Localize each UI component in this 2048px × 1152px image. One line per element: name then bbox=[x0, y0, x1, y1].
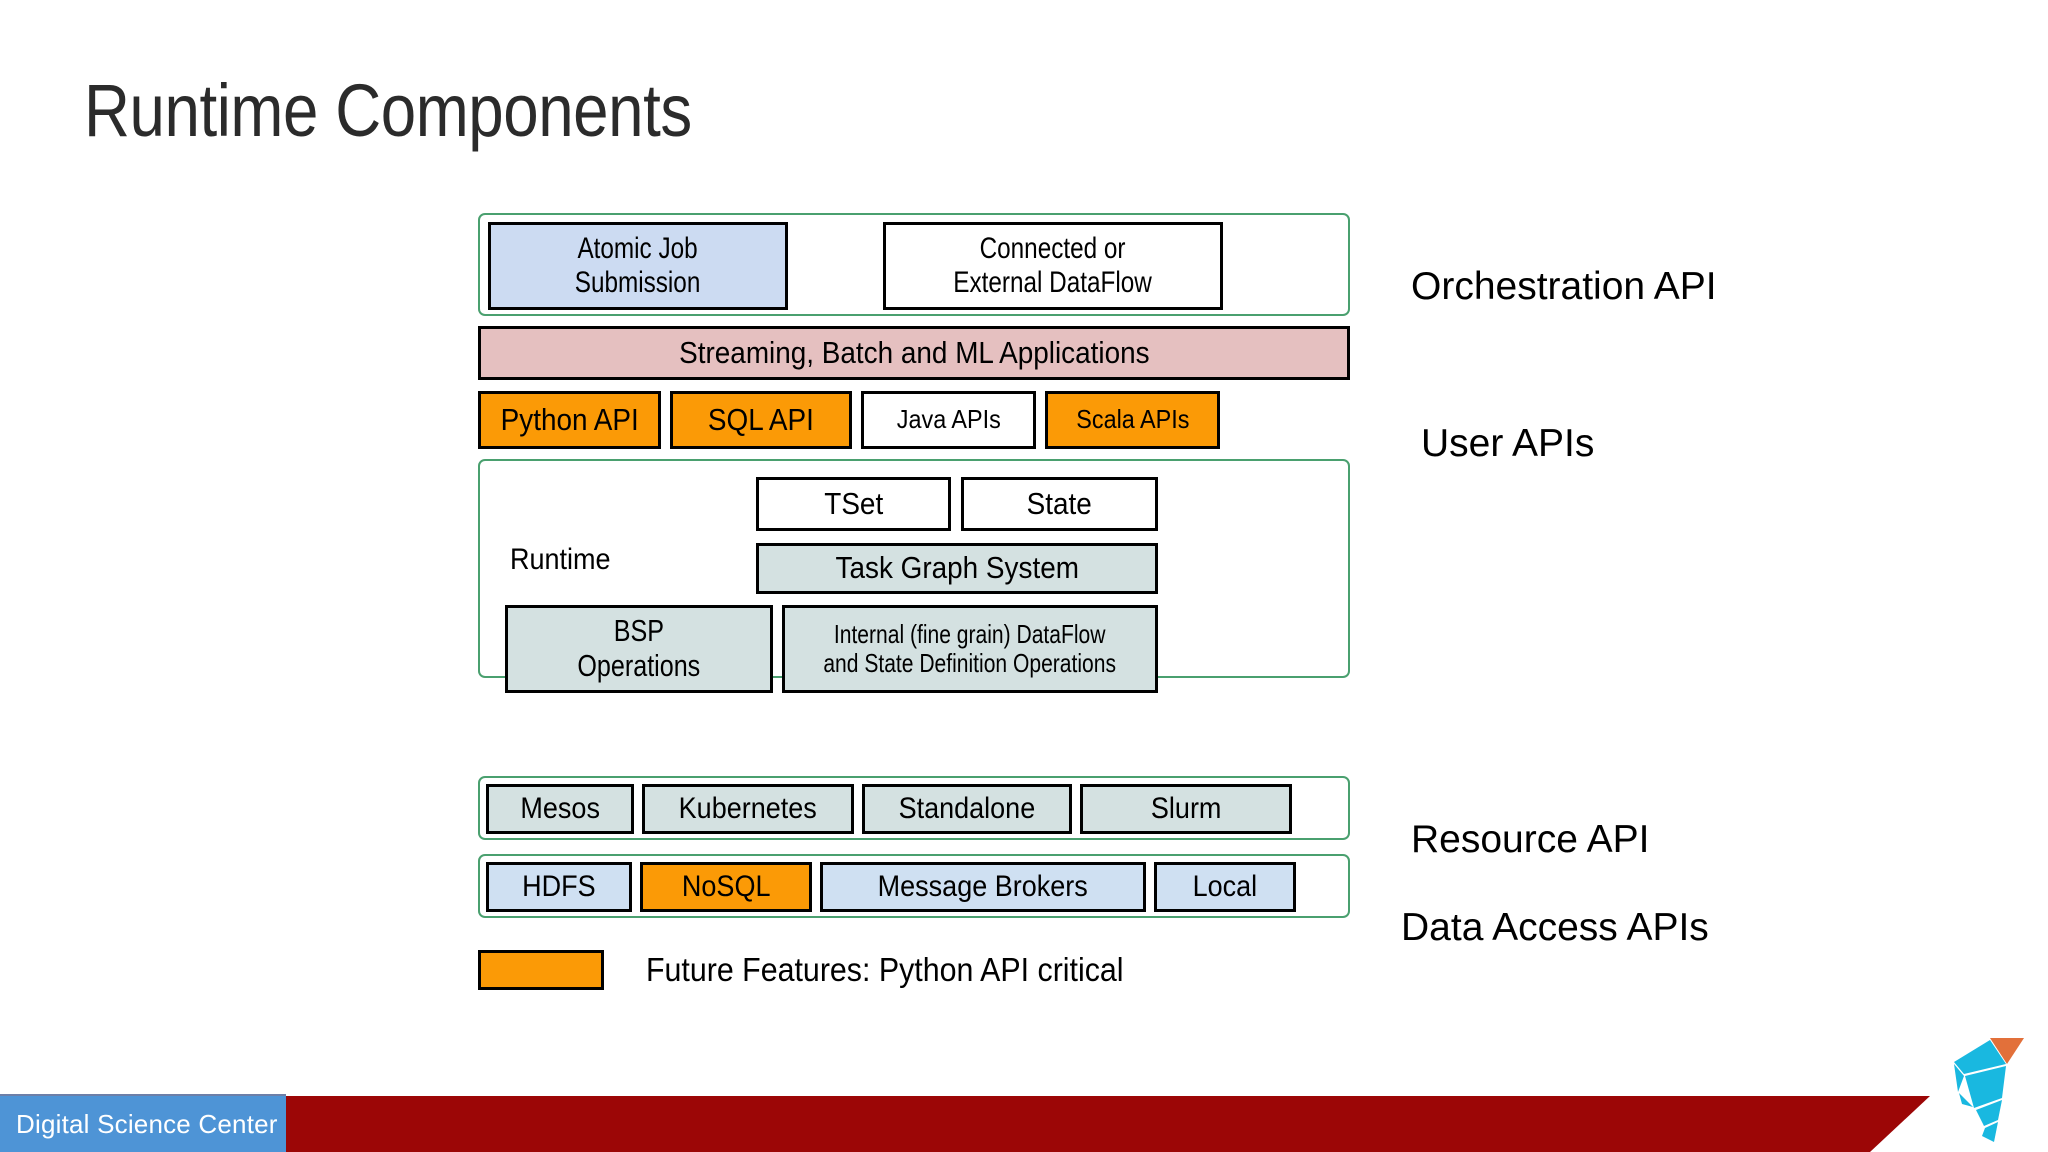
box-connected-external-dataflow-line2: External DataFlow bbox=[953, 266, 1153, 299]
box-atomic-job-submission-line1: Atomic Job bbox=[577, 232, 699, 266]
applications-row: Streaming, Batch and ML Applications bbox=[478, 326, 1350, 380]
footer-org-block: Digital Science Center bbox=[0, 1094, 286, 1152]
orchestration-row-container: Atomic Job Submission Connected or Exter… bbox=[478, 213, 1350, 316]
box-tset[interactable]: TSet bbox=[756, 477, 951, 531]
data-access-row-container: HDFS NoSQL Message Brokers Local bbox=[478, 854, 1350, 918]
box-mesos[interactable]: Mesos bbox=[486, 784, 634, 834]
legend-label: Future Features: Python API critical bbox=[646, 951, 1124, 988]
runtime-container: Runtime TSet State Task Graph System BSP… bbox=[478, 459, 1350, 693]
resource-row-container: Mesos Kubernetes Standalone Slurm bbox=[478, 776, 1350, 840]
box-atomic-job-submission[interactable]: Atomic Job Submission bbox=[488, 222, 788, 310]
box-message-brokers[interactable]: Message Brokers bbox=[820, 862, 1146, 912]
box-slurm[interactable]: Slurm bbox=[1080, 784, 1292, 834]
box-streaming-batch-ml-applications[interactable]: Streaming, Batch and ML Applications bbox=[478, 326, 1350, 380]
label-orchestration-api: Orchestration API bbox=[1411, 265, 1717, 308]
box-hdfs[interactable]: HDFS bbox=[486, 862, 632, 912]
legend: Future Features: Python API critical bbox=[478, 950, 1350, 990]
label-data-access-apis: Data Access APIs bbox=[1401, 906, 1709, 949]
box-state[interactable]: State bbox=[961, 477, 1158, 531]
box-bsp-operations-line2: Operations bbox=[577, 648, 701, 683]
box-internal-dataflow-state-definition[interactable]: Internal (fine grain) DataFlow and State… bbox=[782, 605, 1158, 693]
user-api-row: Python API SQL API Java APIs Scala APIs bbox=[478, 391, 1350, 449]
box-sql-api[interactable]: SQL API bbox=[670, 391, 852, 449]
page-title: Runtime Components bbox=[84, 69, 692, 152]
label-user-apis: User APIs bbox=[1421, 422, 1595, 465]
label-resource-api: Resource API bbox=[1411, 818, 1650, 861]
box-bsp-operations-line1: BSP bbox=[613, 613, 665, 649]
box-java-apis[interactable]: Java APIs bbox=[861, 391, 1036, 449]
runtime-label: Runtime bbox=[510, 543, 611, 576]
box-bsp-operations[interactable]: BSP Operations bbox=[505, 605, 773, 693]
box-connected-external-dataflow[interactable]: Connected or External DataFlow bbox=[883, 222, 1223, 310]
box-connected-external-dataflow-line1: Connected or bbox=[980, 232, 1126, 266]
box-atomic-job-submission-line2: Submission bbox=[575, 266, 701, 299]
box-kubernetes[interactable]: Kubernetes bbox=[642, 784, 854, 834]
box-internal-dataflow-line2: and State Definition Operations bbox=[823, 648, 1117, 678]
footer-red-band bbox=[0, 1096, 1930, 1152]
box-local[interactable]: Local bbox=[1154, 862, 1296, 912]
box-task-graph-system[interactable]: Task Graph System bbox=[756, 543, 1158, 594]
digital-science-center-logo bbox=[1954, 1038, 2024, 1142]
footer-org-label: Digital Science Center bbox=[16, 1108, 278, 1139]
box-standalone[interactable]: Standalone bbox=[862, 784, 1072, 834]
architecture-diagram: Atomic Job Submission Connected or Exter… bbox=[478, 213, 1350, 990]
box-python-api[interactable]: Python API bbox=[478, 391, 661, 449]
box-scala-apis[interactable]: Scala APIs bbox=[1045, 391, 1220, 449]
box-internal-dataflow-line1: Internal (fine grain) DataFlow bbox=[834, 618, 1106, 649]
legend-swatch-orange bbox=[478, 950, 604, 990]
box-nosql[interactable]: NoSQL bbox=[640, 862, 812, 912]
